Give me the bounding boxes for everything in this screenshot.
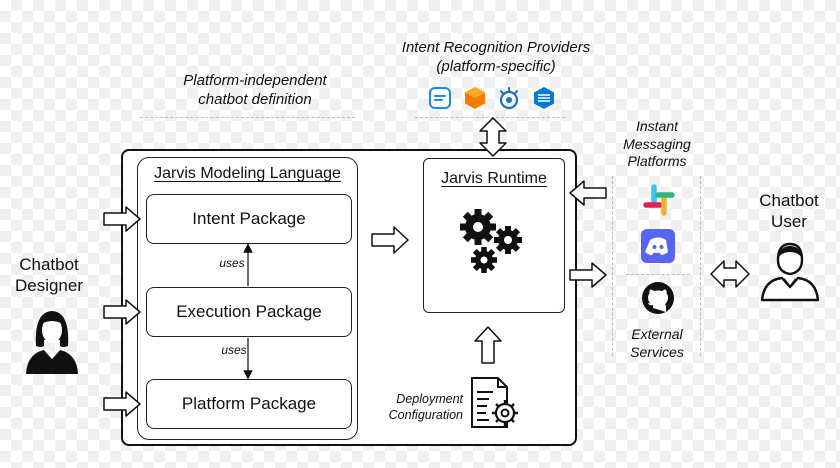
messaging-line1: Instant [635, 118, 679, 134]
lex-icon [462, 85, 488, 111]
jml-title: Jarvis Modeling Language [154, 165, 341, 182]
arrow-designer-platform [103, 391, 141, 417]
external-line1: External [631, 326, 683, 342]
external-line2: Services [630, 343, 684, 360]
config-document-gear-icon [466, 375, 522, 431]
uses-label-platform: uses [221, 343, 247, 357]
arrow-designer-intent [103, 206, 141, 232]
dashed-separator-top-left [140, 117, 355, 118]
gears-icon [456, 203, 530, 275]
man-avatar-icon [758, 238, 822, 304]
discord-icon [640, 228, 676, 264]
arrow-deployment-runtime [474, 326, 502, 364]
dashed-separator-right-messaging [700, 176, 701, 356]
woman-avatar-icon [22, 306, 82, 376]
arrow-runtime-external [569, 262, 607, 288]
luis-icon [531, 85, 557, 111]
uses-label-intent: uses [219, 256, 245, 270]
slack-icon [640, 181, 678, 219]
execution-package-label: Execution Package [176, 302, 322, 321]
dashed-separator-top-center [415, 117, 565, 118]
intent-package-label: Intent Package [192, 209, 306, 228]
arrow-jml-runtime [371, 226, 409, 254]
designer-line1: Chatbot [19, 255, 79, 274]
deployment-label: Deployment Configuration [373, 392, 463, 423]
platform-independent-line2: chatbot definition [198, 90, 312, 108]
arrow-messaging-runtime [569, 180, 607, 206]
dashed-separator-left-messaging [612, 176, 613, 356]
arrow-providers-runtime [479, 117, 507, 157]
platform-package: Platform Package [146, 379, 352, 429]
external-services-label: External Services [612, 326, 702, 361]
platform-independent-line1: Platform-independent [183, 72, 327, 89]
deployment-line1: Deployment [396, 392, 463, 406]
github-icon [640, 280, 676, 316]
dialogflow-icon [427, 85, 453, 111]
intent-package: Intent Package [146, 194, 352, 244]
intent-providers-line2: (platform-specific) [436, 57, 556, 75]
watson-icon [496, 85, 522, 111]
designer-line2: Designer [14, 276, 84, 296]
dashed-separator-messaging-external [626, 274, 690, 275]
intent-providers-line1: Intent Recognition Providers [401, 39, 591, 56]
execution-package: Execution Package [146, 287, 352, 337]
user-line1: Chatbot [759, 191, 819, 210]
runtime-frame [423, 158, 565, 313]
deployment-line2: Configuration [388, 407, 463, 422]
arrow-designer-execution [103, 299, 141, 325]
messaging-platforms-label: Instant Messaging Platforms [612, 118, 702, 171]
chatbot-user-label: Chatbot User [748, 190, 830, 233]
messaging-line3: Platforms [627, 153, 687, 169]
chatbot-designer-label: Chatbot Designer [8, 254, 90, 297]
runtime-title: Jarvis Runtime [441, 170, 547, 187]
user-line2: User [771, 212, 807, 232]
arrow-platforms-user [710, 260, 750, 288]
platform-independent-label: Platform-independent chatbot definition [150, 72, 360, 110]
messaging-line2: Messaging [623, 135, 691, 152]
intent-providers-label: Intent Recognition Providers (platform-s… [385, 39, 607, 77]
platform-package-label: Platform Package [181, 394, 317, 413]
